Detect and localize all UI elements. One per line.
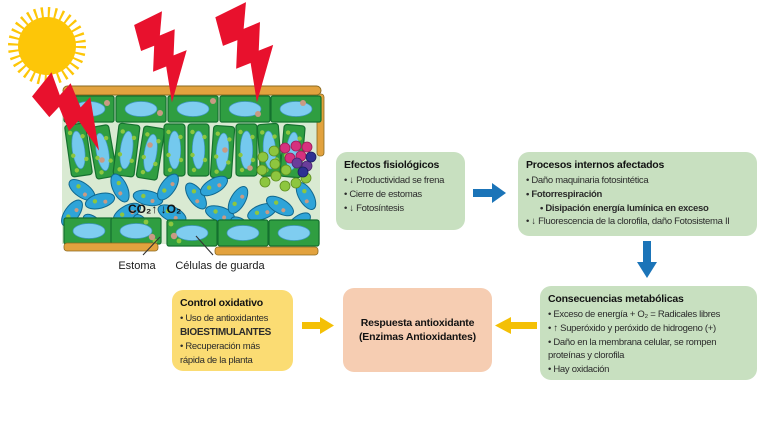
yellow-arrow-left-icon xyxy=(495,317,537,334)
list-item: • Hay oxidación xyxy=(548,364,610,376)
upper-epidermis xyxy=(63,95,322,123)
guard-cells-pointer-line xyxy=(195,235,214,256)
list-item: • Disipación energía lumínica en exceso xyxy=(540,202,709,214)
box-consecuencias-list: • Exceso de energía + O₂ = Radicales lib… xyxy=(548,308,749,377)
list-item: • ↓ Fotosíntesis xyxy=(344,202,404,214)
list-item: • Recuperación más rápida de la planta xyxy=(180,341,260,367)
box-procesos-list: • Daño maquinaria fotosintética • Fotorr… xyxy=(526,174,749,229)
sun-icon xyxy=(8,7,86,85)
top-cuticle xyxy=(62,85,322,96)
leaf-cross-section-illustration: CO₂↑ ↓O₂ Estoma Células de guarda xyxy=(8,0,325,272)
box-efectos-title: Efectos fisiológicos xyxy=(344,159,440,171)
box-procesos-internos: Procesos internos afectados • Daño maqui… xyxy=(518,152,757,236)
list-item: BIOESTIMULANTES xyxy=(180,326,272,338)
box-efectos-list: • ↓ Productividad se frena • Cierre de e… xyxy=(344,174,457,215)
box-procesos-title: Procesos internos afectados xyxy=(526,159,665,171)
estoma-label: Estoma xyxy=(118,260,156,272)
box-consecuencias-title: Consecuencias metabólicas xyxy=(548,293,684,305)
palisade-cells xyxy=(63,122,306,182)
list-item: • Exceso de energía + O₂ = Radicales lib… xyxy=(548,309,721,321)
list-item: • Uso de antioxidantes xyxy=(180,313,269,325)
list-item: • ↓ Fluorescencia de la clorofila, daño … xyxy=(526,216,730,228)
list-item: • ↓ Productividad se frena xyxy=(344,175,445,187)
gas-exchange-label: CO₂↑ ↓O₂ xyxy=(128,202,181,216)
box-control-list: • Uso de antioxidantes BIOESTIMULANTES •… xyxy=(180,312,285,368)
list-item: • ↑ Superóxido y peróxido de hidrogeno (… xyxy=(548,322,716,334)
list-item: • Fotorrespiración xyxy=(526,188,603,200)
box-respuesta-antioxidante: Respuesta antioxidante (Enzimas Antioxid… xyxy=(343,288,492,372)
respuesta-line-2: (Enzimas Antioxidantes) xyxy=(359,331,476,343)
cell-cluster xyxy=(256,140,317,192)
blue-arrow-right-icon xyxy=(473,183,506,203)
box-control-oxidativo: Control oxidativo • Uso de antioxidantes… xyxy=(172,290,293,371)
box-consecuencias-metabolicas: Consecuencias metabólicas • Exceso de en… xyxy=(540,286,757,380)
yellow-arrow-right-icon xyxy=(302,317,334,334)
guard-cells-label: Células de guarda xyxy=(175,260,265,272)
blue-arrow-down-icon xyxy=(637,241,657,278)
box-control-title: Control oxidativo xyxy=(180,297,263,309)
estoma-pointer-line xyxy=(142,236,161,256)
list-item: • Cierre de estomas xyxy=(344,188,422,200)
lower-epidermis xyxy=(63,217,320,256)
respuesta-line-1: Respuesta antioxidante xyxy=(360,316,475,329)
list-item: • Daño en la membrana celular, se rompen… xyxy=(548,336,717,362)
box-efectos-fisiologicos: Efectos fisiológicos • ↓ Productividad s… xyxy=(336,152,465,230)
list-item: • Daño maquinaria fotosintética xyxy=(526,175,649,187)
